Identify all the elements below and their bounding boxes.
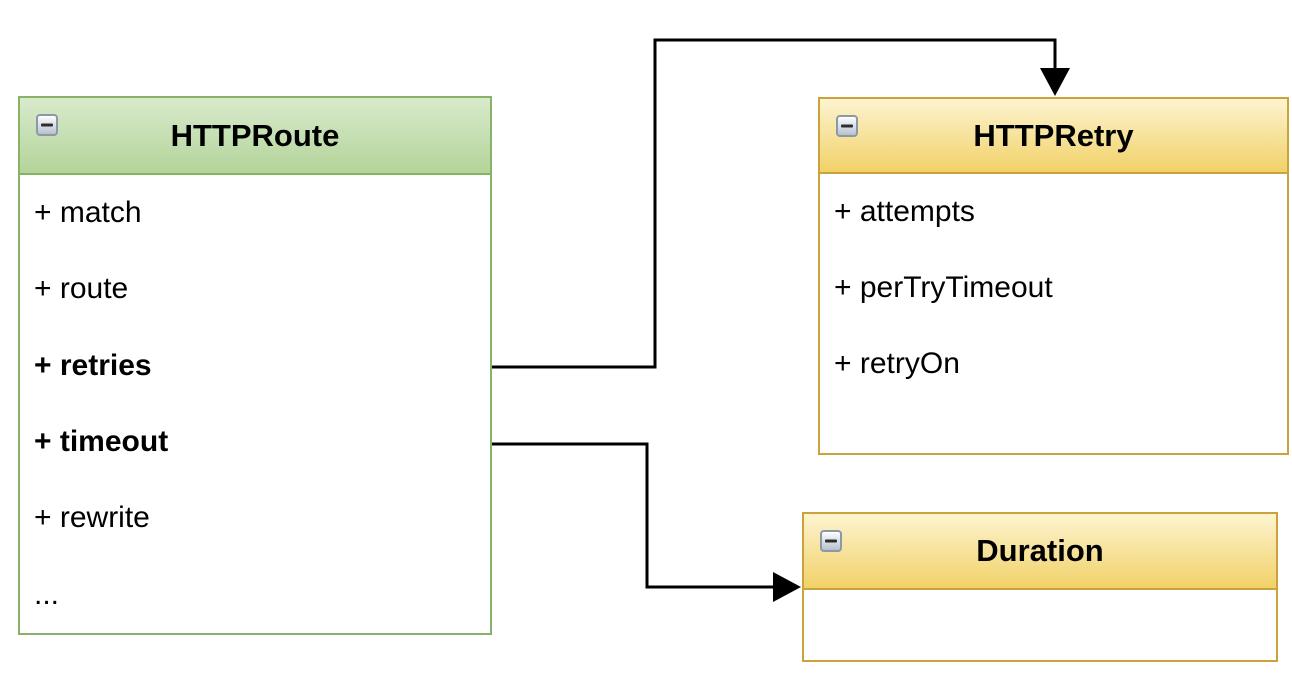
collapse-toggle[interactable]	[836, 115, 858, 137]
class-header-httproute: HTTPRoute	[20, 98, 490, 175]
collapse-toggle[interactable]	[36, 114, 58, 136]
field-route: + route	[34, 272, 129, 306]
class-title: HTTPRoute	[170, 117, 340, 153]
minus-icon	[841, 124, 853, 128]
minus-icon	[825, 539, 837, 543]
field-timeout: + timeout	[34, 425, 169, 459]
connector-timeout-to-duration[interactable]	[492, 442, 801, 602]
connector-retries-to-httpretry[interactable]	[492, 38, 1070, 369]
field-match: + match	[34, 196, 142, 230]
class-header-duration: Duration	[804, 514, 1276, 590]
class-body-httpretry: + attempts + perTryTimeout + retryOn	[820, 174, 1287, 402]
class-title: HTTPRetry	[973, 117, 1134, 153]
field-ellipsis: ...	[34, 577, 60, 611]
class-body-httproute: + match + route + retries + timeout + re…	[20, 175, 490, 633]
class-header-httpretry: HTTPRetry	[820, 99, 1287, 174]
collapse-toggle[interactable]	[820, 530, 842, 552]
field-rewrite: + rewrite	[34, 501, 150, 535]
field-retries: + retries	[34, 348, 152, 382]
field-pertrytimeout: + perTryTimeout	[834, 271, 1053, 304]
field-retryon: + retryOn	[834, 347, 960, 380]
minus-icon	[41, 123, 53, 127]
class-box-duration[interactable]: Duration	[802, 512, 1278, 662]
class-title: Duration	[976, 533, 1104, 568]
class-box-httproute[interactable]: HTTPRoute + match + route + retries + ti…	[18, 96, 492, 635]
field-attempts: + attempts	[834, 195, 975, 228]
class-box-httpretry[interactable]: HTTPRetry + attempts + perTryTimeout + r…	[818, 97, 1289, 455]
